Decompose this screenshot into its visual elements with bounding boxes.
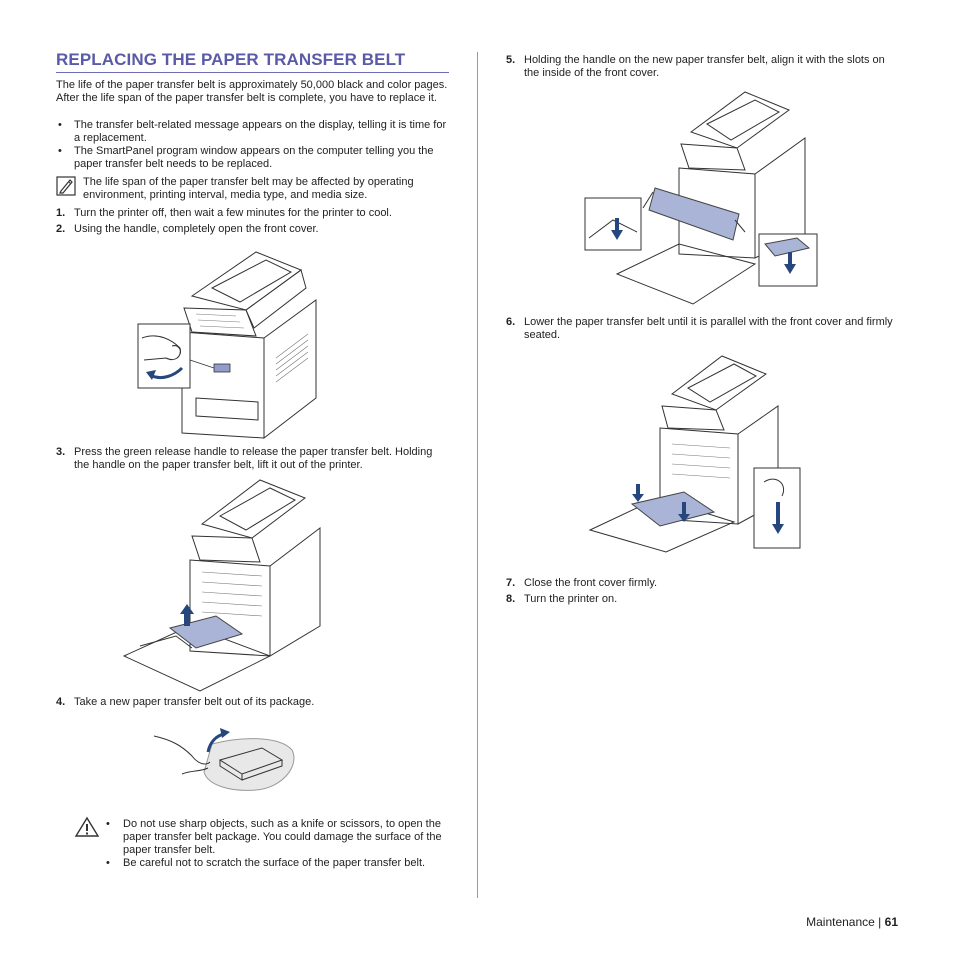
step-4-text: Take a new paper transfer belt out of it… [74,696,315,708]
note-pencil-icon [56,176,76,201]
step-number: 7. [506,577,516,589]
page-title: REPLACING THE PAPER TRANSFER BELT [56,50,406,69]
figure-unpack-belt [152,726,302,801]
page-footer: Maintenance | 61 [806,915,898,929]
step-number: 6. [506,316,516,328]
step-number: 8. [506,593,516,605]
step-number: 1. [56,207,66,219]
step-number: 5. [506,54,516,66]
intro-paragraph: The life of the paper transfer belt is a… [56,79,448,104]
footer-section: Maintenance [806,915,875,929]
footer-separator: | [878,915,882,929]
intro-bullet-1: The transfer belt-related message appear… [74,119,447,144]
step-1-text: Turn the printer off, then wait a few mi… [74,207,392,219]
step-number: 3. [56,446,66,458]
intro-bullet-2: The SmartPanel program window appears on… [74,145,434,170]
step-number: 4. [56,696,66,708]
page-number: 61 [884,915,898,929]
step-6-text: Lower the paper transfer belt until it i… [524,316,893,341]
bullet-mark: • [58,119,62,131]
caution-bullet-2: Be careful not to scratch the surface of… [123,857,426,869]
bullet-mark: • [106,857,110,869]
column-divider [477,52,478,898]
step-7-text: Close the front cover firmly. [524,577,658,589]
bullet-mark: • [106,818,110,830]
bullet-mark: • [58,145,62,157]
figure-align-belt [583,88,819,315]
step-number: 2. [56,223,66,235]
figure-open-front-cover [136,248,326,445]
caution-bullet-1: Do not use sharp objects, such as a knif… [123,818,442,856]
figure-lift-belt-out [120,476,325,699]
warning-triangle-icon [74,816,100,843]
figure-lower-belt [588,354,804,559]
note-text: The life span of the paper transfer belt… [83,176,414,201]
step-3-text: Press the green release handle to releas… [74,446,433,471]
step-8-text: Turn the printer on. [524,593,618,605]
step-5-text: Holding the handle on the new paper tran… [524,54,885,79]
step-2-text: Using the handle, completely open the fr… [74,223,319,235]
title-rule [56,72,449,73]
